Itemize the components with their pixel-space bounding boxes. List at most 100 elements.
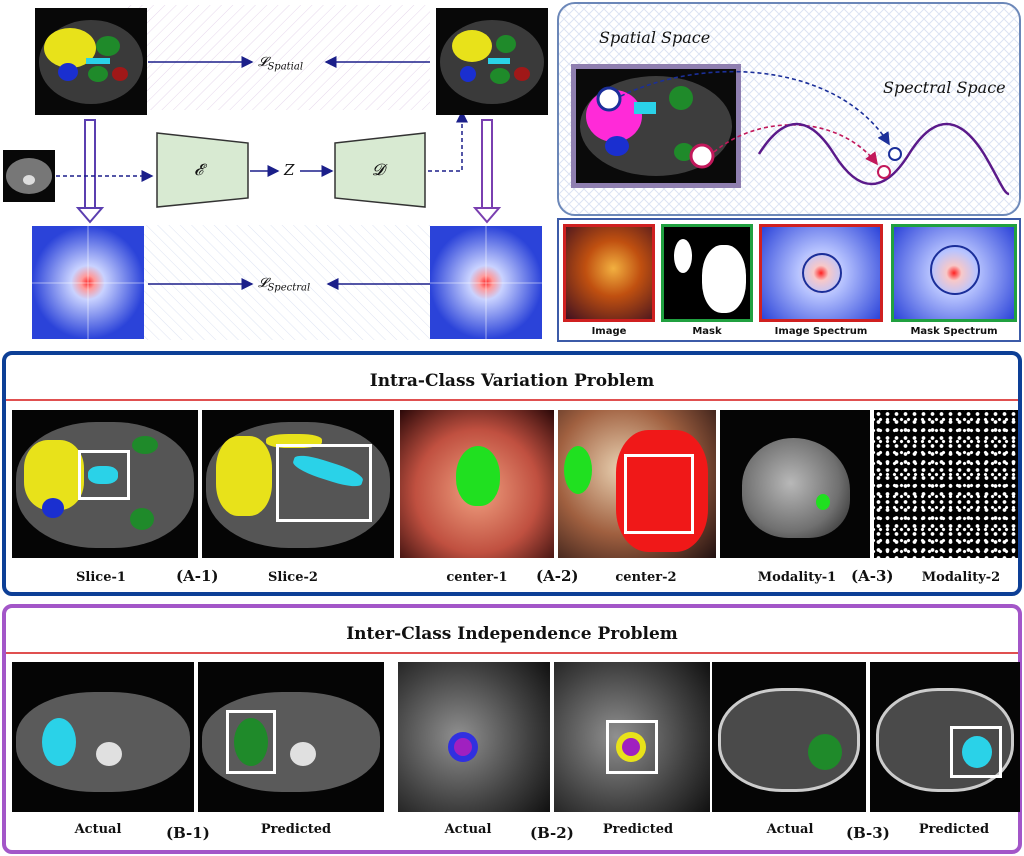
caption-b3-predicted: Predicted [918, 822, 990, 837]
b2-predicted-core [622, 738, 640, 756]
center-1-polyp [456, 446, 500, 506]
tag-b3: (B-3) [846, 824, 890, 842]
strip-label-image-spectrum: Image Spectrum [774, 326, 868, 337]
spatial-loss-symbol: 𝓛 [258, 55, 268, 70]
slice-1-pancreas [88, 466, 118, 484]
caption-modality-1: Modality-1 [757, 570, 837, 585]
caption-slice-2: Slice-2 [268, 570, 318, 585]
spatial-ct-image [571, 64, 741, 188]
center-2-highlight-box [624, 454, 694, 534]
b2-highlight-box [606, 720, 658, 774]
center-2-image [558, 410, 716, 558]
caption-b1-predicted: Predicted [260, 822, 332, 837]
center-2-green-region [564, 446, 592, 494]
spaces-diagram [559, 4, 1019, 214]
tag-a2: (A-2) [536, 567, 579, 585]
b3-actual-body [718, 688, 860, 792]
caption-b2-predicted: Predicted [602, 822, 674, 837]
slice-1-spleen [132, 436, 158, 454]
intra-title: Intra-Class Variation Problem [369, 371, 655, 391]
spaces-panel: Spatial Space Spectral Space [557, 2, 1021, 216]
spectral-loss-label: 𝓛Spectral [258, 276, 310, 294]
caption-b2-actual: Actual [444, 822, 492, 837]
spatial-space-label: Spatial Space [599, 28, 711, 47]
strip-mask-tile [661, 224, 753, 322]
modality-1-lesion [816, 494, 830, 510]
decoder-label: 𝓓 [372, 160, 385, 179]
center-1-image [400, 410, 554, 558]
caption-center-2: center-2 [615, 570, 677, 585]
strip-label-image: Image [591, 326, 627, 337]
b1-actual-kidney [42, 718, 76, 766]
strip-image-spectrum-tile [759, 224, 883, 322]
inter-class-panel: Inter-Class Independence Problem Actual … [2, 604, 1022, 854]
down-arrow-right [472, 119, 502, 224]
latent-label: Z [284, 161, 295, 179]
slice-1-kidney-green [130, 508, 154, 530]
b1-predicted-image [198, 662, 384, 812]
slice-1-highlight-box [78, 450, 130, 500]
tag-a1: (A-1) [176, 567, 219, 585]
reconstructed-ct-segmentation [436, 8, 548, 115]
pipeline-background-hatch [3, 5, 548, 340]
decoder-block [334, 132, 426, 208]
b2-predicted-image [554, 662, 710, 812]
tag-a3: (A-3) [851, 567, 894, 585]
strip-image-tile [563, 224, 655, 322]
slice-2-liver [216, 436, 272, 516]
input-ct-thumbnail [3, 150, 55, 202]
slice-2-image [202, 410, 394, 558]
b1-predicted-spine [290, 742, 316, 766]
intra-red-rule [6, 399, 1018, 401]
spectral-space-label: Spectral Space [883, 78, 1006, 97]
spectrum-strip: Image Mask Image Spectrum Mask Spectrum [557, 218, 1021, 342]
b1-predicted-kidney [234, 718, 268, 766]
inter-red-rule [6, 652, 1018, 654]
tag-b2: (B-2) [530, 824, 574, 842]
spectral-loss-subscript: Spectral [267, 282, 311, 294]
b3-actual-image [712, 662, 866, 812]
intra-class-panel: Intra-Class Variation Problem Slice-1 (A… [2, 351, 1022, 596]
b3-highlight-box [950, 726, 1002, 778]
b2-actual-core [454, 738, 472, 756]
down-arrow-left [75, 119, 105, 224]
spatial-loss-subscript: Spatial [267, 61, 304, 73]
b1-actual-spine [96, 742, 122, 766]
modality-1-image [720, 410, 870, 558]
input-ct-segmentation [35, 8, 147, 115]
strip-label-mask: Mask [692, 326, 722, 337]
strip-mask-spectrum-circle [930, 245, 980, 295]
strip-image-spectrum-circle [802, 253, 842, 293]
b1-predicted-body [202, 692, 380, 792]
b3-predicted-image [870, 662, 1020, 812]
b3-predicted-heart [962, 736, 992, 768]
caption-center-1: center-1 [446, 570, 508, 585]
output-spectrum [430, 226, 542, 339]
spectral-wave [757, 122, 1010, 196]
input-spectrum [32, 226, 144, 339]
b1-actual-image [12, 662, 194, 812]
slice-1-kidney-blue [42, 498, 64, 518]
strip-mask-blob-large [702, 245, 746, 313]
tag-b1: (B-1) [166, 824, 210, 842]
b3-predicted-body [876, 688, 1014, 792]
slice-2-highlight-box [276, 444, 372, 522]
modality-1-head [742, 438, 850, 538]
slice-1-image [12, 410, 198, 558]
spatial-loss-label: 𝓛Spatial [258, 55, 303, 73]
pipeline-region: Z 𝓔 𝓓 𝓛Spatial 𝓛Spectral [0, 0, 550, 345]
strip-mask-blob-small [674, 239, 692, 273]
caption-slice-1: Slice-1 [76, 570, 126, 585]
spectral-loss-symbol: 𝓛 [258, 276, 268, 291]
encoder-block [156, 132, 249, 208]
inter-title: Inter-Class Independence Problem [346, 624, 678, 644]
caption-b1-actual: Actual [74, 822, 122, 837]
b3-actual-heart [808, 734, 842, 770]
b1-highlight-box [226, 710, 276, 774]
caption-modality-2: Modality-2 [921, 570, 1001, 585]
caption-b3-actual: Actual [766, 822, 814, 837]
b2-actual-image [398, 662, 550, 812]
modality-2-image [874, 410, 1018, 558]
strip-label-mask-spectrum: Mask Spectrum [910, 326, 998, 337]
strip-mask-spectrum-tile [891, 224, 1017, 322]
